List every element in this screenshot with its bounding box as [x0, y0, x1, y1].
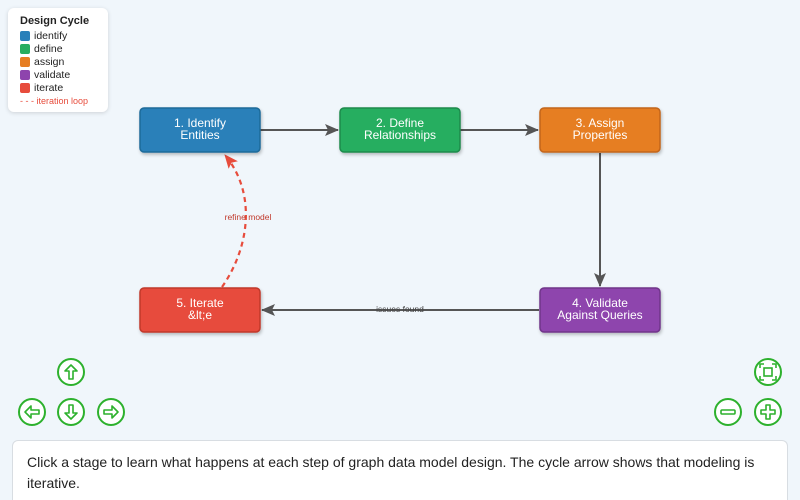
- node-iterate[interactable]: 5. Iterate &lt;e: [139, 287, 261, 333]
- legend-label-iterate: iterate: [34, 81, 64, 94]
- zoom-in-icon: [760, 404, 776, 420]
- zoom-out-icon: [720, 409, 736, 415]
- legend-loop-item: - - - iteration loop: [20, 95, 89, 106]
- legend-title: Design Cycle: [20, 15, 90, 27]
- node-identify-label-line2: Entities: [180, 128, 219, 142]
- arrow-right-icon: [103, 405, 119, 419]
- arrow-left-icon: [24, 405, 40, 419]
- node-assign-properties[interactable]: 3. Assign Properties: [539, 107, 661, 153]
- fit-view-button[interactable]: [754, 358, 782, 386]
- flow-diagram: issues found refine model 1. Identify En…: [139, 107, 661, 333]
- node-validate-label-line2: Against Queries: [557, 308, 642, 322]
- legend: Design Cycle identify define assign vali…: [8, 8, 108, 112]
- legend-item-identify: identify: [20, 29, 108, 42]
- pan-right-button[interactable]: [97, 398, 125, 426]
- info-panel: Click a stage to learn what happens at e…: [12, 440, 788, 500]
- node-iterate-label-line2: &lt;e: [188, 308, 212, 322]
- pan-up-button[interactable]: [57, 358, 85, 386]
- pan-down-button[interactable]: [57, 398, 85, 426]
- edge-label-issues-found: issues found: [376, 304, 424, 314]
- edge-label-refine-model: refine model: [225, 212, 272, 222]
- legend-label-assign: assign: [34, 55, 65, 68]
- legend-swatch-identify: [20, 30, 30, 41]
- legend-swatch-assign: [20, 56, 30, 67]
- legend-item-define: define: [20, 42, 108, 55]
- fit-screen-icon: [759, 363, 777, 381]
- node-define-label-line1: 2. Define: [376, 116, 424, 130]
- legend-label-identify: identify: [34, 29, 68, 42]
- zoom-out-button[interactable]: [714, 398, 742, 426]
- legend-swatch-validate: [20, 69, 30, 80]
- node-define-label-line2: Relationships: [364, 128, 436, 142]
- node-iterate-label-line1: 5. Iterate: [176, 296, 224, 310]
- node-assign-label-line1: 3. Assign: [576, 116, 625, 130]
- legend-item-assign: assign: [20, 55, 108, 68]
- legend-label-validate: validate: [34, 68, 71, 81]
- legend-swatch-define: [20, 43, 30, 54]
- node-define-relationships[interactable]: 2. Define Relationships: [339, 107, 461, 153]
- legend-item-validate: validate: [20, 68, 108, 81]
- legend-swatch-iterate: [20, 82, 30, 93]
- node-validate-label-line1: 4. Validate: [572, 296, 628, 310]
- node-identify-label-line1: 1. Identify: [174, 116, 226, 130]
- node-identify-entities[interactable]: 1. Identify Entities: [139, 107, 261, 153]
- arrow-up-icon: [64, 364, 78, 380]
- arrow-down-icon: [64, 404, 78, 420]
- legend-item-iterate: iterate: [20, 81, 108, 94]
- legend-label-define: define: [34, 42, 63, 55]
- node-validate-against-queries[interactable]: 4. Validate Against Queries: [539, 287, 661, 333]
- pan-left-button[interactable]: [18, 398, 46, 426]
- info-text: Click a stage to learn what happens at e…: [27, 454, 755, 491]
- node-assign-label-line2: Properties: [573, 128, 628, 142]
- zoom-in-button[interactable]: [754, 398, 782, 426]
